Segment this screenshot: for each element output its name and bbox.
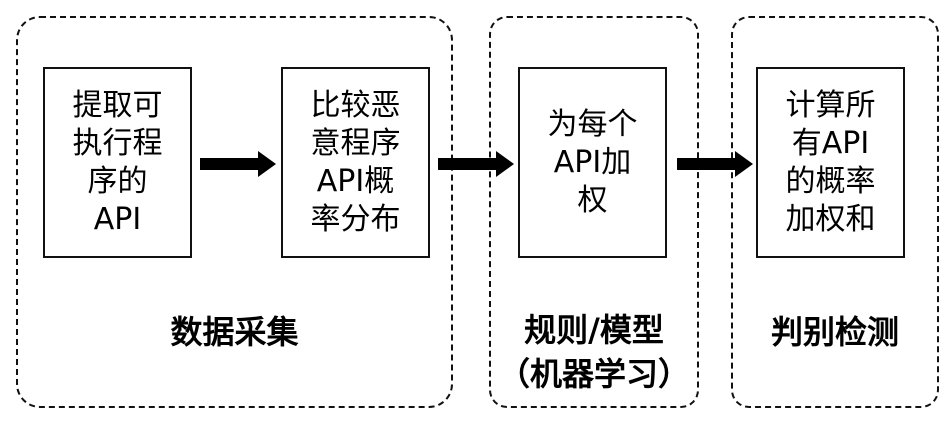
step-compare-distribution-text: 比较恶 意程序 API概 率分布	[310, 87, 401, 237]
group-detection	[731, 16, 939, 408]
group-label-detection: 判别检测	[770, 313, 899, 351]
group-label-rules-model: 规则/模型 （机器学习）	[497, 311, 690, 393]
right-arrow-icon	[438, 151, 514, 177]
step-compare-distribution: 比较恶 意程序 API概 率分布	[281, 67, 430, 258]
group-label-data-collection: 数据采集	[170, 313, 299, 351]
right-arrow-icon	[677, 151, 753, 177]
group-data-collection	[16, 16, 453, 408]
step-weight-api: 为每个 API加 权	[518, 67, 667, 258]
step-extract-api: 提取可 执行程 序的 API	[43, 67, 192, 258]
right-arrow-icon	[200, 151, 276, 177]
step-weighted-sum-text: 计算所 有API 的概率 加权和	[785, 87, 876, 237]
step-weight-api-text: 为每个 API加 权	[547, 106, 638, 218]
step-weighted-sum: 计算所 有API 的概率 加权和	[756, 67, 905, 258]
step-extract-api-text: 提取可 执行程 序的 API	[72, 87, 163, 237]
group-rules-model	[489, 16, 699, 408]
